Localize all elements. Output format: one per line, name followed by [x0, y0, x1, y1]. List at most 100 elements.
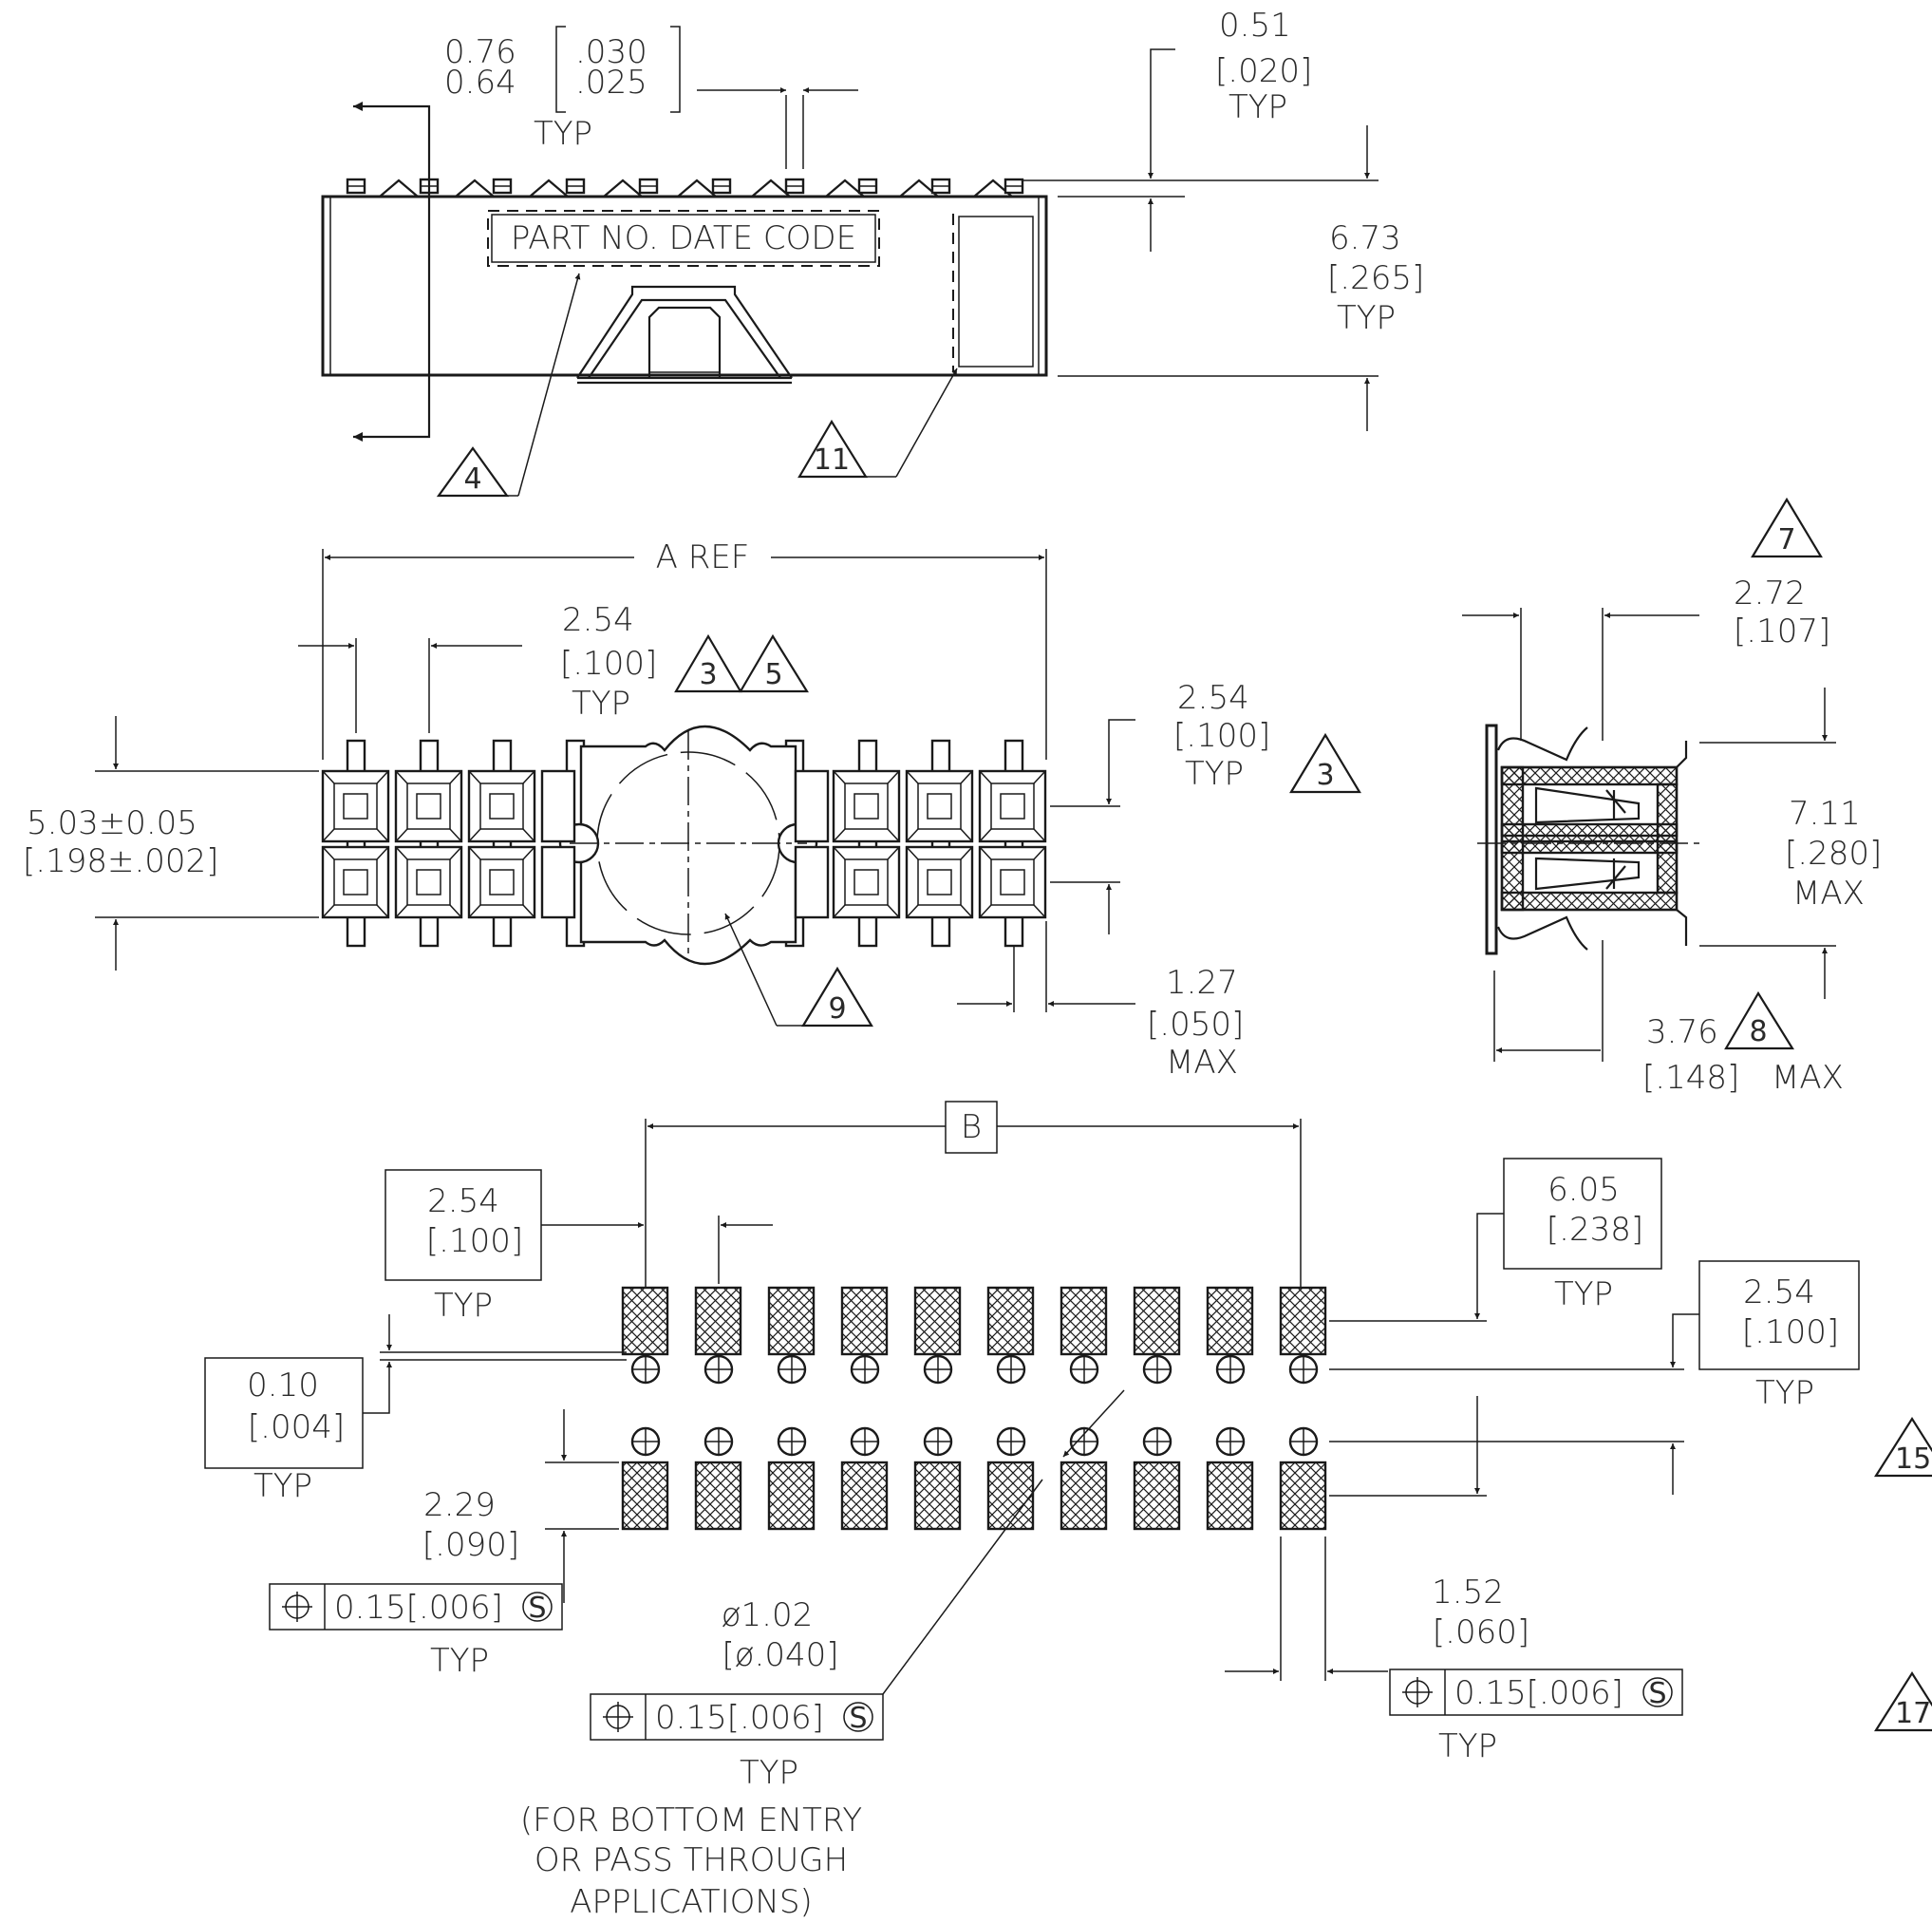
lead-extension-dim: 1.27 [.050] MAX	[957, 921, 1244, 1082]
svg-text:[.090]: [.090]	[422, 1526, 519, 1564]
svg-text:7: 7	[1777, 523, 1795, 556]
svg-text:[.198±.002]: [.198±.002]	[23, 842, 218, 880]
svg-text:3.76: 3.76	[1646, 1013, 1718, 1051]
b-box	[945, 1101, 998, 1154]
row-pitch-dim: 2.54 [.100] TYP 3	[1050, 679, 1361, 934]
svg-text:15: 15	[1895, 1442, 1931, 1476]
svg-text:2.54: 2.54	[1177, 679, 1249, 717]
svg-text:[.060]: [.060]	[1433, 1613, 1529, 1651]
pitch-dim: 2.54 [.100] TYP 3 5	[298, 601, 809, 733]
svg-text:TYP: TYP	[253, 1467, 312, 1505]
svg-text:[.148]: [.148]	[1642, 1059, 1739, 1097]
svg-text:(FOR BOTTOM ENTRY: (FOR BOTTOM ENTRY	[520, 1801, 862, 1839]
svg-text:2.29: 2.29	[423, 1486, 496, 1524]
svg-text:2.54: 2.54	[1743, 1273, 1815, 1311]
svg-text:[.107]: [.107]	[1734, 613, 1830, 650]
svg-text:0.64: 0.64	[444, 64, 516, 102]
svg-text:[.100]: [.100]	[1742, 1313, 1839, 1351]
svg-text:MAX: MAX	[1166, 1044, 1238, 1082]
svg-text:6.73: 6.73	[1329, 219, 1401, 257]
svg-text:[.265]: [.265]	[1327, 259, 1424, 297]
svg-text:0.76: 0.76	[444, 33, 516, 71]
height-dim: 6.73 [.265] TYP	[1058, 125, 1424, 431]
pad-span-dim: 6.05 [.238] TYP	[1329, 1158, 1662, 1497]
pad-pitch-dim: 2.54 [.100] TYP	[385, 1169, 773, 1325]
center-boss	[558, 726, 818, 965]
svg-text:S: S	[528, 1592, 546, 1625]
svg-text:1.52: 1.52	[1432, 1574, 1504, 1612]
svg-text:0.15[.006]: 0.15[.006]	[334, 1589, 503, 1627]
svg-text:S: S	[1648, 1677, 1666, 1710]
svg-text:TYP: TYP	[434, 1287, 493, 1325]
hole-tolerance-frame: 0.15[.006] S	[590, 1693, 884, 1741]
callout-7	[1751, 497, 1823, 558]
plan-view: A REF	[23, 538, 1361, 1082]
svg-text:4: 4	[463, 462, 481, 496]
svg-text:.025: .025	[575, 64, 647, 102]
svg-text:5: 5	[764, 658, 782, 691]
svg-text:A REF: A REF	[656, 538, 750, 576]
svg-text:[.020]: [.020]	[1215, 52, 1312, 90]
svg-text:.030: .030	[575, 33, 647, 71]
front-view: PART NO. DATE CODE 0.76 0.64 .030	[321, 7, 1424, 498]
lead-projection-dim: 0.51 [.020] TYP	[1023, 7, 1379, 252]
svg-text:6.05: 6.05	[1547, 1171, 1620, 1209]
svg-text:2.54: 2.54	[562, 601, 634, 639]
svg-text:TYP: TYP	[1229, 88, 1287, 126]
svg-text:TYP: TYP	[1755, 1374, 1814, 1412]
callout-17: 17	[1874, 1670, 1932, 1732]
svg-text:2.54: 2.54	[427, 1182, 499, 1220]
svg-text:TYP: TYP	[1185, 755, 1244, 793]
svg-text:TYP: TYP	[572, 685, 630, 723]
holes-upper	[630, 1354, 1319, 1385]
svg-text:MAX: MAX	[1772, 1059, 1844, 1097]
svg-text:[.280]: [.280]	[1785, 835, 1882, 873]
svg-text:3: 3	[699, 658, 717, 691]
holes-lower	[630, 1426, 1319, 1457]
callout-4: 4	[436, 273, 581, 498]
svg-text:[.050]: [.050]	[1147, 1006, 1244, 1044]
a-ref-dim: A REF	[322, 538, 1047, 760]
housing-outline	[321, 195, 1048, 377]
svg-text:[ø.040]: [ø.040]	[722, 1636, 838, 1674]
svg-text:TYP: TYP	[430, 1642, 489, 1680]
svg-text:S: S	[849, 1702, 867, 1735]
marking-box	[487, 210, 880, 267]
svg-text:TYP: TYP	[1337, 299, 1396, 337]
pad-width-tolerance-frame: 0.15[.006] S	[1389, 1668, 1683, 1716]
svg-text:9: 9	[828, 992, 846, 1026]
svg-text:11: 11	[814, 443, 850, 477]
footprint-view: B	[204, 1101, 1932, 1921]
svg-text:[.004]: [.004]	[248, 1408, 345, 1446]
contact-cells	[321, 769, 1047, 919]
svg-text:[.100]: [.100]	[426, 1222, 523, 1260]
pads-lower	[621, 1461, 1327, 1531]
position-tolerance-frame: 0.15[.006] S	[269, 1583, 563, 1631]
side-view: 7 2.72 [.107] 7.11 [.280] MAX	[1462, 497, 1882, 1097]
svg-text:TYP: TYP	[534, 115, 592, 153]
svg-text:OR PASS THROUGH: OR PASS THROUGH	[535, 1841, 848, 1879]
svg-text:0.15[.006]: 0.15[.006]	[1454, 1674, 1623, 1712]
hole-diameter-dim: ø1.02 [ø.040] 0.15[.006] S TYP (FOR BOTT…	[520, 1389, 1125, 1921]
svg-text:0.51: 0.51	[1219, 7, 1291, 45]
svg-text:MAX: MAX	[1792, 875, 1865, 913]
pad-width-dim: 1.52 [.060] 0.15[.006] S TYP	[1225, 1537, 1683, 1765]
svg-text:APPLICATIONS): APPLICATIONS)	[570, 1883, 812, 1921]
svg-text:0.10: 0.10	[247, 1367, 319, 1405]
section-marker	[353, 102, 431, 442]
svg-text:[.100]: [.100]	[560, 645, 657, 683]
svg-text:17: 17	[1895, 1697, 1931, 1730]
svg-text:1.27: 1.27	[1166, 964, 1238, 1002]
svg-text:B: B	[961, 1108, 982, 1146]
pickup-area	[958, 216, 1034, 368]
latch-boss	[576, 285, 793, 385]
svg-text:3: 3	[1316, 759, 1334, 792]
svg-text:0.15[.006]: 0.15[.006]	[655, 1699, 824, 1737]
pads-upper	[621, 1286, 1327, 1356]
svg-text:2.72: 2.72	[1734, 575, 1806, 613]
housing-top-edge	[323, 179, 1046, 198]
marking-text: PART NO. DATE CODE	[511, 219, 856, 257]
width-dim: 5.03±0.05 [.198±.002]	[23, 716, 319, 971]
callout-9: 9	[724, 913, 873, 1027]
